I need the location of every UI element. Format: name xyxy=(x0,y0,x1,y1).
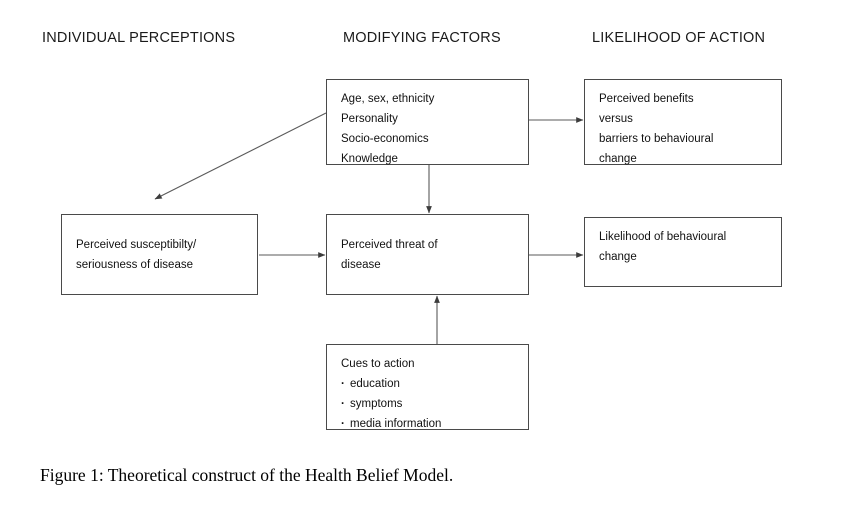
box-line: disease xyxy=(341,258,381,271)
box-line: Perceived threat of xyxy=(341,238,438,251)
box-line: Likelihood of behavioural xyxy=(599,231,727,243)
box-title: Cues to action xyxy=(341,358,415,370)
column-header-modifying-factors: MODIFYING FACTORS xyxy=(343,30,501,46)
box-line: barriers to behavioural xyxy=(599,133,714,145)
figure-caption: Figure 1: Theoretical construct of the H… xyxy=(40,465,454,485)
box-bullet: media information xyxy=(341,414,528,434)
box-line: versus xyxy=(599,113,633,125)
box-line: Perceived susceptibilty/ xyxy=(76,238,197,251)
box-line: Socio-economics xyxy=(341,133,429,145)
column-header-individual-perceptions: INDIVIDUAL PERCEPTIONS xyxy=(42,30,236,46)
arrow-modifying-to-susceptibility xyxy=(154,112,327,200)
box-line: change xyxy=(599,251,637,263)
box-line: Perceived benefits xyxy=(599,93,694,105)
likelihood-change-box: Likelihood of behavioural change xyxy=(584,217,782,287)
box-line: Age, sex, ethnicity xyxy=(341,93,435,105)
perceived-benefits-box: Perceived benefits versus barriers to be… xyxy=(584,79,782,165)
box-line: Knowledge xyxy=(341,153,398,165)
box-line: change xyxy=(599,153,637,165)
perceived-susceptibility-box: Perceived susceptibilty/ seriousness of … xyxy=(61,214,258,295)
box-line: seriousness of disease xyxy=(76,258,193,271)
box-bullet: education xyxy=(341,374,528,394)
box-bullet: symptoms xyxy=(341,394,528,414)
cues-to-action-box: Cues to action education symptoms media … xyxy=(326,344,529,430)
modifying-factors-box: Age, sex, ethnicity Personality Socio-ec… xyxy=(326,79,529,165)
perceived-threat-box: Perceived threat of disease xyxy=(326,214,529,295)
box-line: Personality xyxy=(341,113,398,125)
column-header-likelihood-of-action: LIKELIHOOD OF ACTION xyxy=(592,30,766,46)
